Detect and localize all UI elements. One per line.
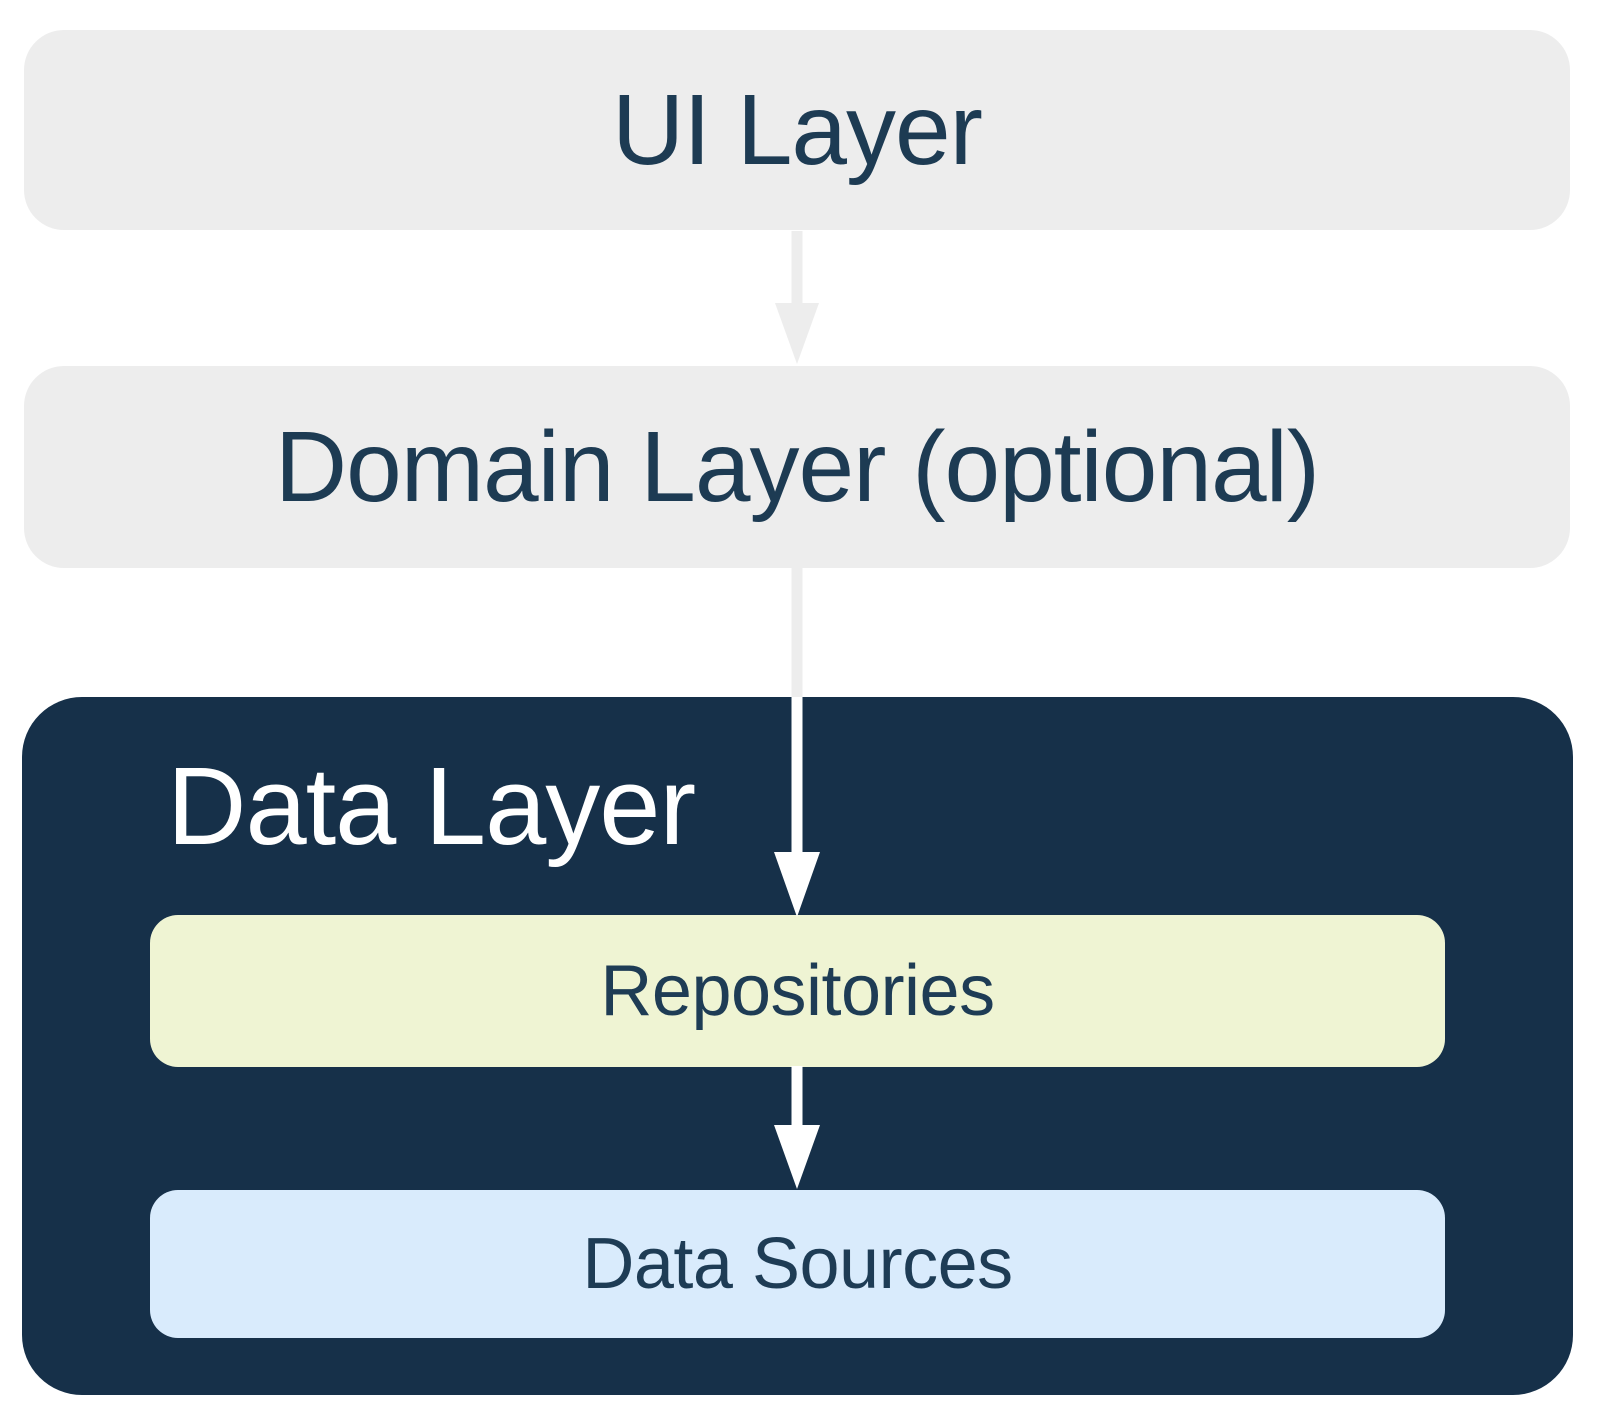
arrow-down-icon-ui-to-domain [775, 231, 819, 364]
data-sources-label: Data Sources [582, 1224, 1013, 1304]
data-sources-box: Data Sources [150, 1190, 1445, 1338]
data-layer-label: Data Layer [167, 745, 696, 868]
repositories-box: Repositories [150, 915, 1445, 1067]
repositories-label: Repositories [600, 951, 995, 1031]
ui-layer-label: UI Layer [612, 73, 983, 186]
domain-layer-box: Domain Layer (optional) [24, 366, 1570, 568]
ui-layer-box: UI Layer [24, 30, 1570, 230]
domain-layer-label: Domain Layer (optional) [274, 410, 1320, 523]
